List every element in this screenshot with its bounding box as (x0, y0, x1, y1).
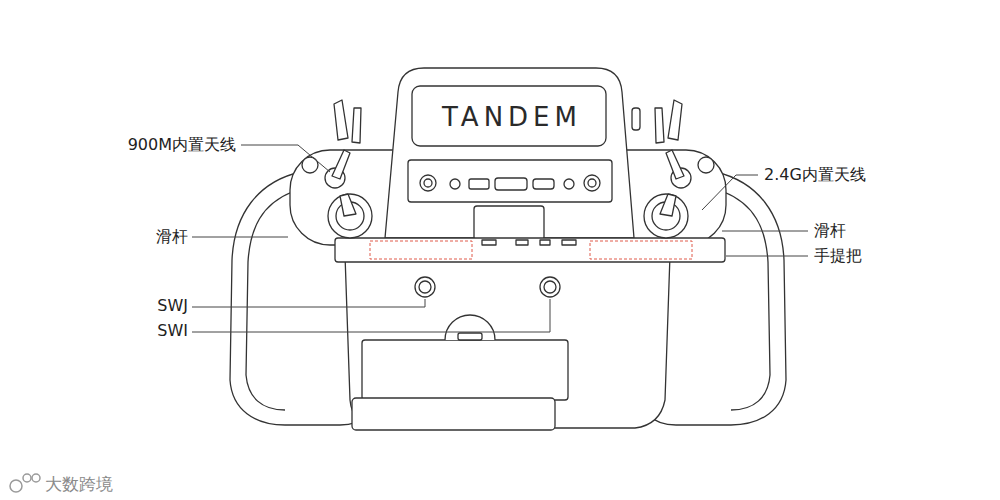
antenna-zone (590, 241, 692, 259)
left-gimbal (328, 194, 372, 238)
battery-door (362, 340, 568, 400)
port (584, 175, 600, 191)
toggle-base (698, 157, 714, 173)
side-button (632, 108, 640, 130)
lanyard-mount (445, 315, 495, 340)
leader-line (726, 256, 808, 257)
button-swj (419, 281, 431, 293)
part-label: 900M内置天线 (128, 135, 236, 155)
watermark: 大数跨境 (45, 474, 113, 494)
right-grip-inner (724, 192, 770, 410)
toggle-lever (332, 150, 350, 179)
leader-line (702, 175, 758, 210)
port (533, 179, 554, 189)
watermark-icon (10, 480, 22, 492)
bottom-lip (352, 398, 555, 430)
switch-label: SWJ (157, 296, 188, 316)
leader-line (192, 145, 808, 332)
port (424, 179, 432, 187)
button-swj (415, 277, 435, 297)
handle-bar (335, 238, 725, 262)
button-swi (540, 277, 560, 297)
watermark-icon (23, 474, 31, 482)
leader-line (722, 231, 808, 232)
toggle-lever (666, 150, 684, 179)
antenna-zone (370, 241, 692, 259)
switch-label: SWI (157, 321, 188, 341)
leader-line (241, 145, 330, 172)
port (588, 179, 596, 187)
handle-port (562, 240, 576, 245)
handle-port (482, 240, 496, 245)
watermark-icon (32, 474, 40, 482)
shoulder (290, 150, 726, 245)
part-label: 滑杆 (814, 221, 846, 241)
right-gimbal (644, 194, 688, 238)
leader-line (192, 299, 550, 332)
lanyard-slot (458, 333, 482, 340)
antenna-switch (352, 108, 361, 143)
handle-mount (474, 206, 544, 240)
port (564, 179, 574, 189)
antenna-switch (668, 100, 682, 140)
leader-line (192, 237, 288, 238)
watermark-icon (10, 474, 40, 492)
right-stick (660, 194, 676, 216)
part-label: 滑杆 (156, 227, 188, 247)
antenna-switch (655, 108, 664, 143)
left-grip-inner (246, 192, 292, 410)
antenna-zone (370, 241, 472, 259)
antenna-switch (334, 100, 348, 140)
port (495, 178, 527, 190)
button-swi (544, 281, 556, 293)
port (420, 175, 436, 191)
brand-logo: TANDEM (442, 102, 582, 132)
left-stick (340, 194, 356, 216)
controller-body (230, 68, 786, 430)
handle-port (516, 240, 528, 245)
leader-line (192, 299, 425, 307)
part-label: 2.4G内置天线 (764, 165, 866, 185)
part-label: 手提把 (814, 246, 862, 266)
handle-port (540, 240, 550, 245)
port (469, 179, 489, 189)
port (450, 179, 460, 189)
port-strip (408, 160, 612, 202)
logo-panel (412, 86, 606, 146)
